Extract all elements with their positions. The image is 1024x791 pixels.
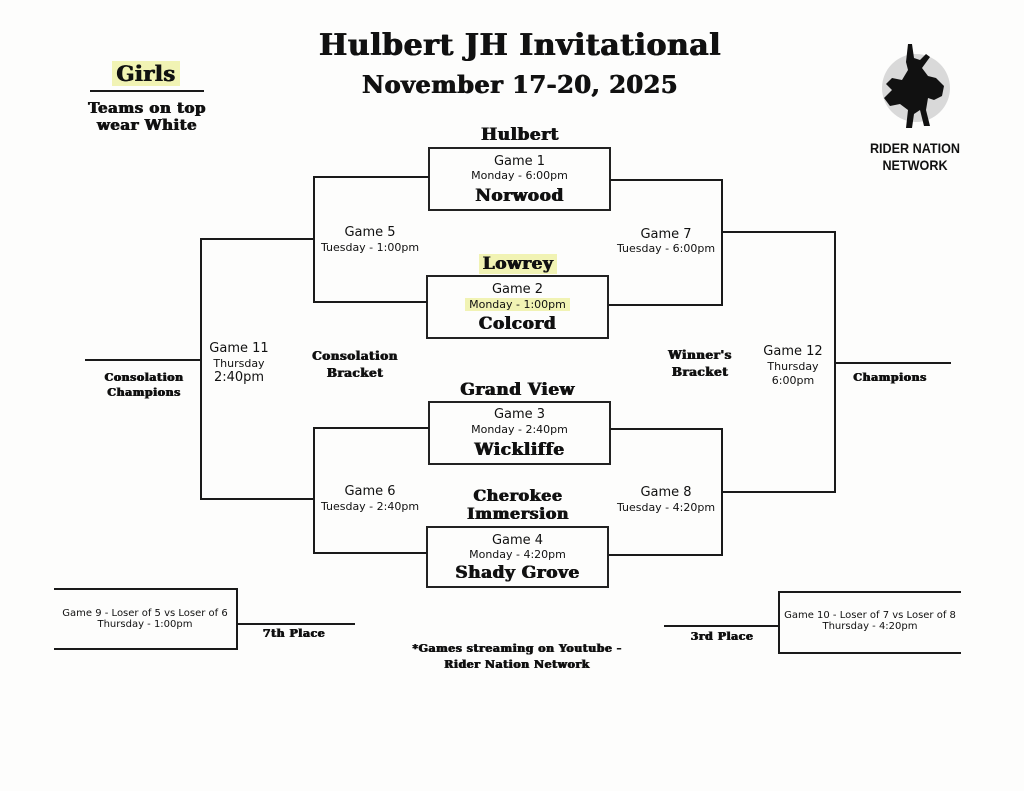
bracket-line <box>778 652 961 654</box>
game-9-line2: Thursday - 1:00pm <box>97 619 193 630</box>
bronco-rider-icon <box>882 44 950 128</box>
bracket-line <box>54 648 238 650</box>
game-2-time: Monday - 1:00pm <box>426 298 609 311</box>
consolation-bracket-line1: Consolation <box>312 349 398 363</box>
game-3-box <box>428 401 611 465</box>
team-cherokee-line2: Immersion <box>467 504 569 523</box>
bracket-line <box>722 231 836 233</box>
logo-line1: RIDER NATION <box>869 140 961 156</box>
team-colcord: Colcord <box>478 314 557 334</box>
bracket-line <box>664 625 780 627</box>
logo-line2: NETWORK <box>882 157 948 173</box>
team-cherokee-line1: Cherokee <box>473 486 563 505</box>
winners-bracket-line2: Bracket <box>671 365 729 379</box>
consolation-champions-line1: Consolation <box>104 371 184 384</box>
division-text: Girls <box>112 61 180 86</box>
division-label: Girls <box>92 61 200 87</box>
team-hulbert: Hulbert <box>481 125 559 145</box>
bracket-line <box>778 591 961 593</box>
game-4-name: Game 4 <box>491 533 544 548</box>
third-place-label: 3rd Place <box>690 630 754 643</box>
consolation-champions-line2: Champions <box>107 386 181 399</box>
bracket-line <box>313 427 429 429</box>
streaming-note-line1: *Games streaming on Youtube - <box>412 642 622 655</box>
team-lowrey-text: Lowrey <box>478 254 558 274</box>
bracket-line <box>313 301 427 303</box>
bracket-line <box>54 588 238 590</box>
bracket-line <box>610 428 723 430</box>
game-3-name: Game 3 <box>493 407 546 422</box>
bracket-line <box>313 552 427 554</box>
consolation-bracket-line2: Bracket <box>326 366 384 380</box>
bracket-line <box>200 498 314 500</box>
game-4-time: Monday - 4:20pm <box>469 548 566 561</box>
game-11-time: 2:40pm <box>213 370 265 385</box>
seventh-place-label: 7th Place <box>262 627 326 640</box>
bracket-line <box>313 427 315 554</box>
bracket-line <box>237 623 355 625</box>
team-wickliffe: Wickliffe <box>474 440 565 460</box>
streaming-note-line2: Rider Nation Network <box>444 658 590 671</box>
game-8-time: Tuesday - 4:20pm <box>616 501 716 514</box>
game-9-line1: Game 9 - Loser of 5 vs Loser of 6 <box>62 608 228 619</box>
division-underline <box>90 90 204 92</box>
bracket-line <box>835 362 951 364</box>
game-2-name: Game 2 <box>491 282 544 297</box>
bracket-line <box>721 179 723 306</box>
game-10-line2: Thursday - 4:20pm <box>822 621 918 632</box>
game-7-name: Game 7 <box>640 227 692 242</box>
team-norwood: Norwood <box>475 186 564 206</box>
event-dates: November 17-20, 2025 <box>362 70 678 99</box>
consolation-bracket-label: Consolation Bracket <box>296 348 414 382</box>
game-12-time: 6:00pm <box>771 374 815 387</box>
bracket-line <box>313 176 429 178</box>
winners-bracket-line1: Winner's <box>668 348 732 362</box>
game-1-time: Monday - 6:00pm <box>471 169 568 182</box>
jersey-note-line2: wear White <box>96 116 198 134</box>
jersey-note-line1: Teams on top <box>88 99 206 117</box>
game-2-box <box>426 275 609 339</box>
game-7-time: Tuesday - 6:00pm <box>616 242 716 255</box>
bracket-line <box>610 179 723 181</box>
game-1-name: Game 1 <box>493 154 546 169</box>
bracket-line <box>609 554 723 556</box>
game-12-name: Game 12 <box>763 344 823 359</box>
team-cherokee-immersion: Cherokee Immersion <box>430 487 606 523</box>
bracket-line <box>313 176 315 303</box>
bracket-line <box>200 238 314 240</box>
team-grand-view: Grand View <box>460 380 575 400</box>
game-11-name: Game 11 <box>209 341 269 356</box>
game-8-name: Game 8 <box>640 485 692 500</box>
champions-label: Champions <box>853 371 927 384</box>
logo-text: RIDER NATION NETWORK <box>864 140 967 174</box>
game-4-box <box>426 526 609 588</box>
game-3-time: Monday - 2:40pm <box>471 423 568 436</box>
bracket-line <box>722 491 836 493</box>
bracket-line <box>236 588 238 650</box>
game-6-time: Tuesday - 2:40pm <box>320 500 420 513</box>
bracket-line <box>778 591 780 654</box>
winners-bracket-label: Winner's Bracket <box>646 347 754 381</box>
game-5-time: Tuesday - 1:00pm <box>320 241 420 254</box>
game-6-name: Game 6 <box>344 484 396 499</box>
game-10-line1: Game 10 - Loser of 7 vs Loser of 8 <box>784 610 956 621</box>
jersey-note: Teams on top wear White <box>62 100 232 134</box>
streaming-note: *Games streaming on Youtube - Rider Nati… <box>382 641 652 673</box>
bracket-line <box>609 304 723 306</box>
bracket-line <box>200 238 202 500</box>
consolation-champions-label: Consolation Champions <box>86 370 202 400</box>
team-shady-grove: Shady Grove <box>455 563 580 583</box>
game-11-day: Thursday <box>213 357 265 370</box>
game-12-day: Thursday <box>767 360 819 373</box>
page-title: Hulbert JH Invitational <box>318 28 722 63</box>
game-2-time-text: Monday - 1:00pm <box>465 298 570 311</box>
team-lowrey: Lowrey <box>428 254 608 274</box>
bracket-line <box>85 359 201 361</box>
game-5-name: Game 5 <box>344 225 396 240</box>
